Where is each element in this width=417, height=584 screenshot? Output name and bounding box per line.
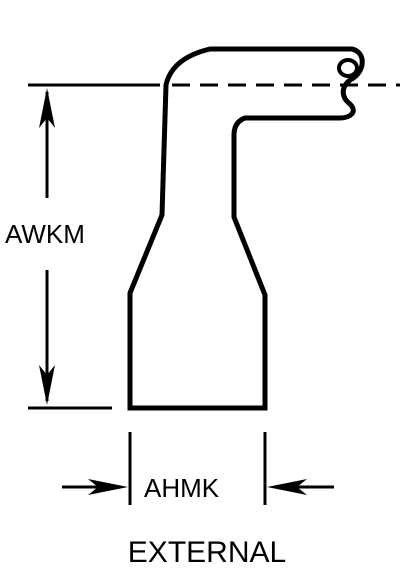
width-arrow-right-icon: [88, 479, 128, 495]
height-arrow-up-icon: [39, 88, 55, 128]
height-dimension-label: AWKM: [5, 219, 85, 249]
caption-label: EXTERNAL: [128, 536, 286, 569]
fitting-outline: [127, 46, 365, 411]
height-arrow-down-icon: [39, 365, 55, 405]
width-arrow-left-icon: [267, 479, 307, 495]
tip-loop: [337, 58, 359, 78]
width-dimension-label: AHMK: [144, 473, 220, 503]
